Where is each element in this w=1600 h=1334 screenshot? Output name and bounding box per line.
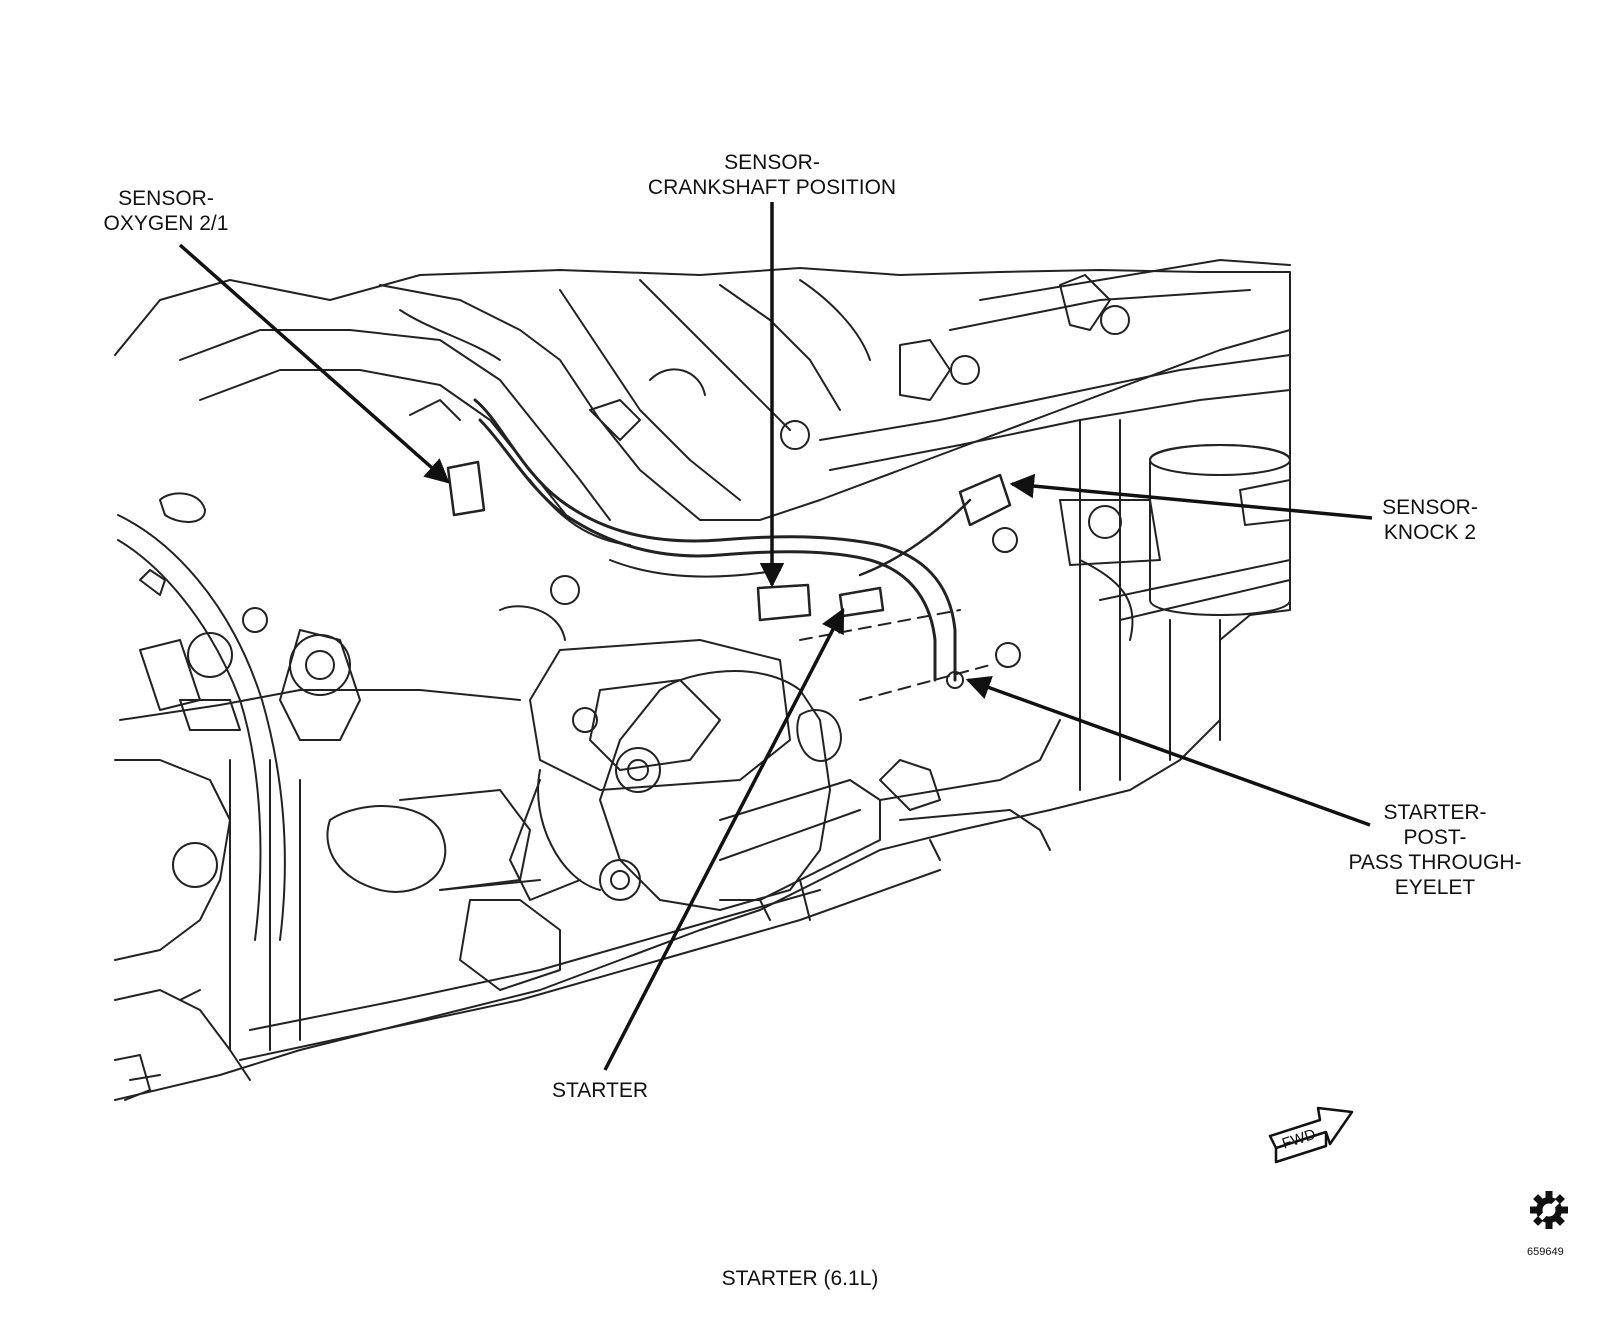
label-sensor-knock: SENSOR- KNOCK 2 [1382,496,1478,544]
label-starter: STARTER [551,1079,649,1102]
leader-starter [603,607,845,1071]
gear-wrench-icon [1530,1191,1568,1229]
leader-lines [178,202,1373,1071]
label-sensor-oxygen: SENSOR- OXYGEN 2/1 [103,187,229,235]
leader-oxygen [178,243,450,484]
label-starter-post-eyelet: STARTER- POST- PASS THROUGH- EYELET [1348,801,1522,899]
forward-arrow-icon: FWD [1268,1106,1354,1164]
label-sensor-crankshaft-position: SENSOR- CRANKSHAFT POSITION [647,151,897,199]
leader-knock [1009,473,1373,520]
leader-starterpost [965,675,1371,827]
engine-line-art [114,259,1291,1101]
figure-number: 659649 [1527,1246,1564,1258]
figure-caption: STARTER (6.1L) [721,1267,879,1290]
